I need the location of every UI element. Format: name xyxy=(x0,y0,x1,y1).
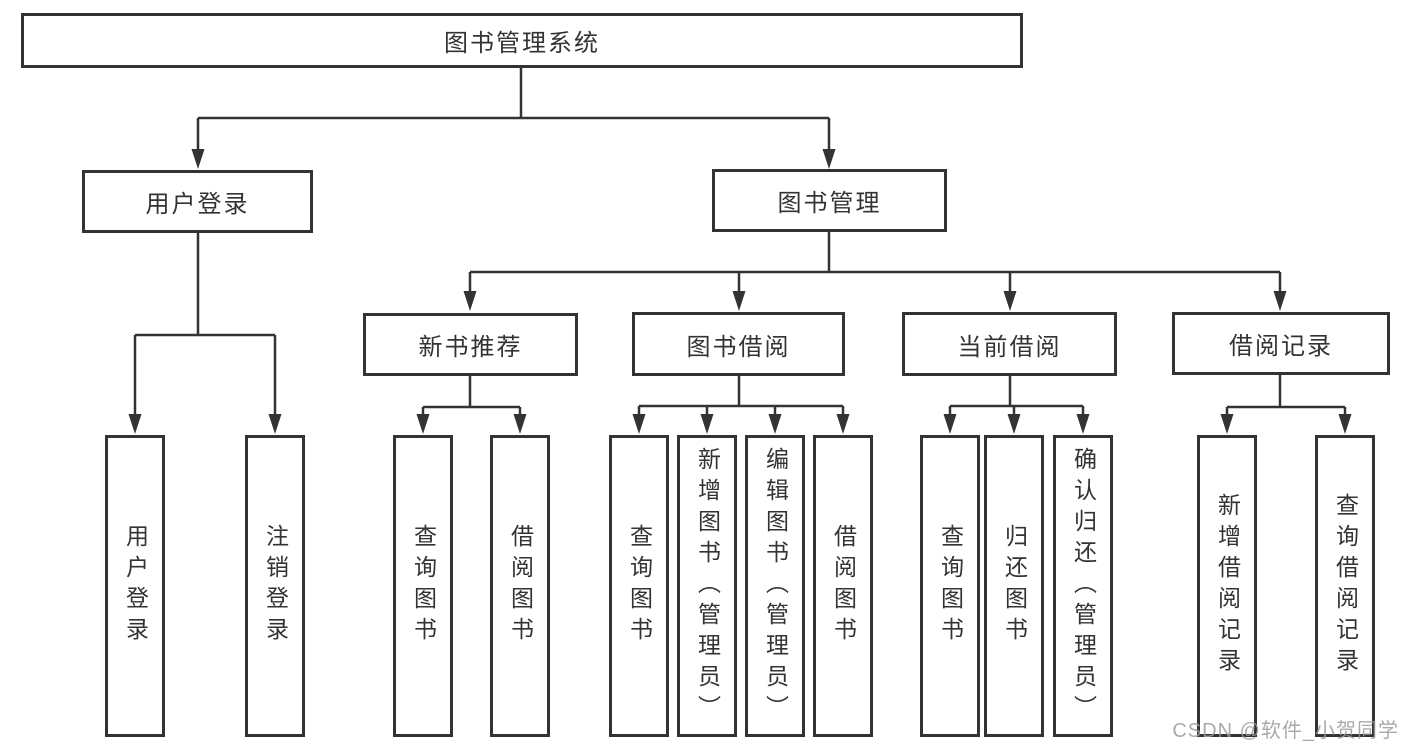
csdn-watermark: CSDN @软件_小贺同学 xyxy=(1172,720,1399,742)
node-user-login: 用户登录 xyxy=(82,170,313,233)
leaf-label: 注销登录 xyxy=(262,524,289,648)
leaf-user-login: 用户登录 xyxy=(105,435,165,737)
node-root: 图书管理系统 xyxy=(21,13,1023,68)
leaf-label: 查询图书 xyxy=(937,524,964,648)
leaf-label: 借阅图书 xyxy=(507,524,534,648)
connector-path xyxy=(133,68,1347,418)
leaf-label: 借阅图书 xyxy=(830,524,857,648)
leaf-borrow-books-recommend: 借阅图书 xyxy=(490,435,550,737)
leaf-query-books-recommend: 查询图书 xyxy=(393,435,453,737)
leaf-add-borrow-record: 新增借阅记录 xyxy=(1197,435,1257,737)
leaf-label: 查询图书 xyxy=(626,524,653,648)
leaf-logout: 注销登录 xyxy=(245,435,305,737)
leaf-return-books: 归还图书 xyxy=(984,435,1044,737)
leaf-label: 归还图书 xyxy=(1001,524,1028,648)
leaf-label: 编辑图书（管理员） xyxy=(762,446,789,726)
leaf-query-books-borrowing: 查询图书 xyxy=(609,435,669,737)
node-current-borrowing: 当前借阅 xyxy=(902,312,1117,376)
leaf-query-books-current: 查询图书 xyxy=(920,435,980,737)
leaf-label: 确认归还（管理员） xyxy=(1070,446,1097,726)
node-borrowing-records: 借阅记录 xyxy=(1172,312,1390,375)
node-new-book-recommend: 新书推荐 xyxy=(363,313,578,376)
leaf-label: 用户登录 xyxy=(122,524,149,648)
leaf-query-borrow-record: 查询借阅记录 xyxy=(1315,435,1375,737)
leaf-label: 查询图书 xyxy=(410,524,437,648)
leaf-label: 新增图书（管理员） xyxy=(694,446,721,726)
leaf-label: 查询借阅记录 xyxy=(1332,493,1359,679)
leaf-borrow-books-borrowing: 借阅图书 xyxy=(813,435,873,737)
leaf-confirm-return-admin: 确认归还（管理员） xyxy=(1053,435,1113,737)
arrowheads xyxy=(128,149,1352,434)
leaf-add-book-admin: 新增图书（管理员） xyxy=(677,435,737,737)
leaf-edit-book-admin: 编辑图书（管理员） xyxy=(745,435,805,737)
leaf-label: 新增借阅记录 xyxy=(1214,493,1241,679)
node-book-management: 图书管理 xyxy=(712,169,947,232)
node-book-borrowing: 图书借阅 xyxy=(632,312,845,376)
